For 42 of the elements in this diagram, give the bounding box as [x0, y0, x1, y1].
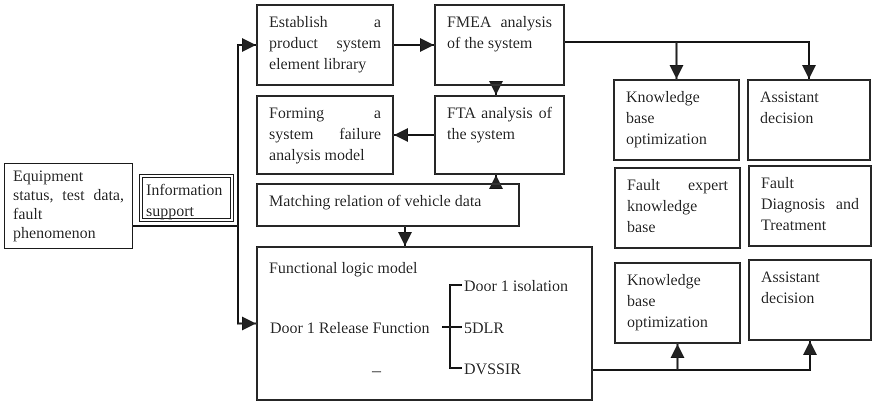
process-box [256, 95, 394, 175]
process-box [256, 246, 593, 401]
process-box [613, 79, 740, 161]
node-text: Forming a system failure analysis model [269, 104, 381, 166]
process-box [747, 79, 871, 161]
process-box [434, 4, 565, 86]
process-box [256, 183, 520, 227]
node-text: Door 1 Release Function [270, 319, 431, 339]
process-box [748, 259, 872, 341]
arrow [565, 41, 816, 79]
node-text: FMEA analysis of the system [447, 13, 552, 54]
arrow [593, 341, 817, 371]
node-text: FTA analysis of the system [447, 104, 552, 145]
node-text: Assistant decision [761, 268, 821, 309]
node-text: DVSSIR [464, 360, 522, 380]
process-box [614, 262, 741, 344]
node-text: Fault Diagnosis and Treatment [761, 174, 859, 236]
dash-mark: – [372, 360, 381, 381]
connector-line [442, 326, 462, 369]
process-box [434, 95, 565, 175]
arrow [489, 175, 503, 189]
process-box [256, 4, 394, 86]
process-box [4, 163, 133, 249]
process-box [139, 174, 234, 222]
node-text: Assistant decision [760, 88, 820, 129]
node-text: Door 1 isolation [464, 277, 569, 297]
process-box [614, 167, 741, 249]
node-text: Functional logic model [269, 259, 418, 279]
node-text: Knowledge base optimization [627, 271, 709, 333]
arrow [394, 128, 434, 142]
arrow [398, 227, 412, 246]
node-text: Information support [146, 181, 224, 222]
arrow [489, 81, 503, 95]
node-text: Matching relation of vehicle data [269, 192, 482, 212]
node-text: Establish a product system element library [269, 13, 381, 75]
arrow [394, 38, 434, 52]
arrow [133, 225, 256, 330]
node-text: Knowledge base optimization [626, 88, 708, 150]
node-text: Equipment status, test data, fault phenomenon [13, 167, 124, 243]
process-box [748, 165, 872, 247]
node-text: Fault expert knowledge base [627, 176, 728, 238]
node-text: 5DLR [464, 319, 505, 339]
